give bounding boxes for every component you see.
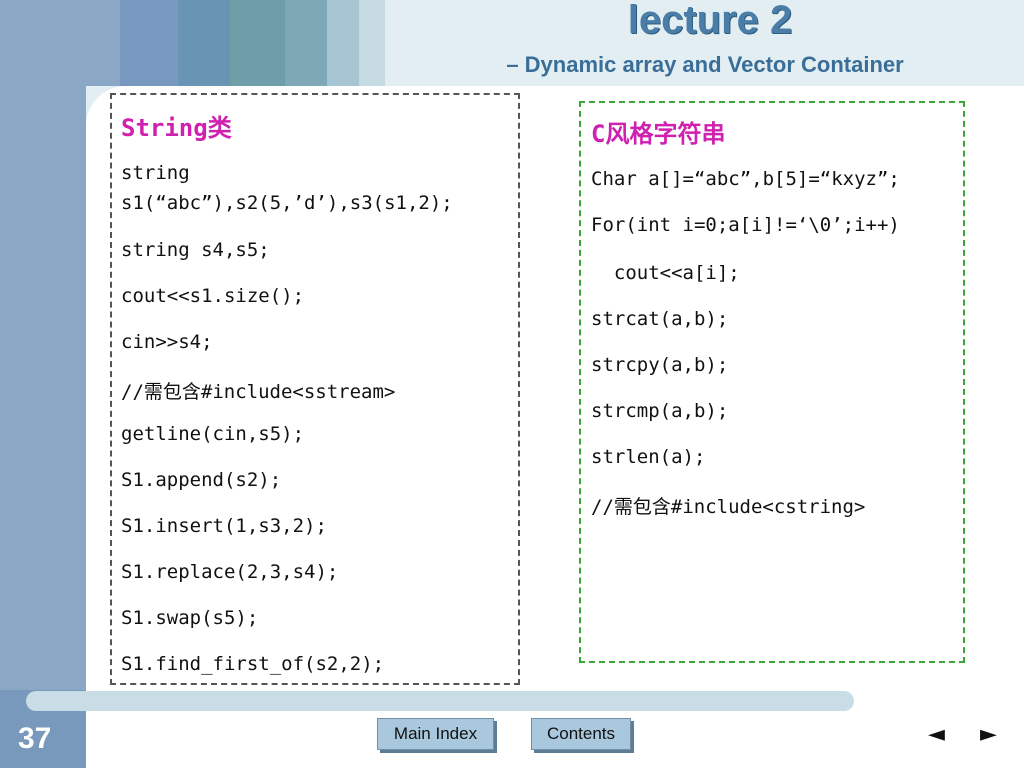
- contents-button[interactable]: Contents: [531, 718, 631, 750]
- string-class-box: [110, 93, 520, 685]
- previous-slide-icon[interactable]: ◄: [928, 722, 945, 747]
- string-class-heading: String类: [121, 114, 232, 142]
- code-line: cin>>s4;: [121, 331, 213, 353]
- code-line: For(int i=0;a[i]!=‘\0’;i++): [591, 214, 900, 236]
- header-stripe: [178, 0, 230, 86]
- header-background: [385, 0, 1024, 86]
- code-line: strcpy(a,b);: [591, 354, 729, 376]
- header-stripe: [230, 0, 285, 86]
- code-line: //需包含#include<cstring>: [591, 496, 866, 518]
- code-line: //需包含#include<sstream>: [121, 381, 396, 403]
- header-stripe: [327, 0, 359, 86]
- page-number: 37: [18, 722, 52, 755]
- code-line: S1.find_first_of(s2,2);: [121, 653, 385, 675]
- code-line: S1.swap(s5);: [121, 607, 259, 629]
- slide-progress-bar: [26, 691, 854, 711]
- code-line: S1.append(s2);: [121, 469, 282, 491]
- header-stripe: [359, 0, 385, 86]
- header-stripe: [0, 0, 120, 86]
- slide-title: lecture 2: [627, 0, 793, 42]
- code-line: cout<<s1.size();: [121, 285, 305, 307]
- code-line: Char a[]=“abc”,b[5]=“kxyz”;: [591, 168, 900, 190]
- code-line: s1(“abc”),s2(5,’d’),s3(s1,2);: [121, 192, 453, 214]
- code-line: string s4,s5;: [121, 239, 270, 261]
- left-decorative-band: [0, 0, 86, 768]
- header-stripe: [120, 0, 178, 86]
- code-line: S1.insert(1,s3,2);: [121, 515, 327, 537]
- code-line: getline(cin,s5);: [121, 423, 305, 445]
- next-slide-icon[interactable]: ►: [980, 722, 997, 747]
- header-stripe: [285, 0, 327, 86]
- c-string-box: [579, 101, 965, 663]
- content-panel: [86, 86, 1024, 690]
- code-line: string: [121, 162, 190, 184]
- code-line: cout<<a[i];: [591, 262, 740, 284]
- code-line: strcmp(a,b);: [591, 400, 729, 422]
- code-line: strcat(a,b);: [591, 308, 729, 330]
- c-string-heading: C风格字符串: [591, 120, 726, 148]
- code-line: S1.replace(2,3,s4);: [121, 561, 339, 583]
- code-line: strlen(a);: [591, 446, 706, 468]
- main-index-button[interactable]: Main Index: [377, 718, 494, 750]
- slide-subtitle: – Dynamic array and Vector Container: [506, 52, 904, 77]
